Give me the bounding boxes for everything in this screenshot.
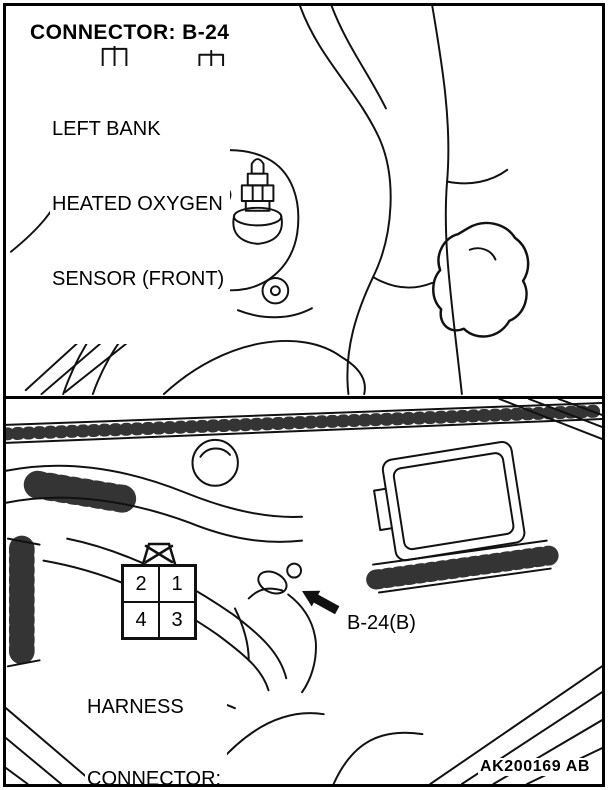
top-panel: CONNECTOR: B-24 LEFT BANK HEATED OXYGEN … — [6, 6, 602, 399]
harness-side-label: HARNESS CONNECTOR: COMPONENT SIDE — [85, 646, 228, 784]
pin-connector-diagram: 2 1 4 3 — [118, 542, 200, 640]
radiator-rib-lines — [6, 535, 96, 784]
harness-label-line-1: HARNESS — [87, 696, 184, 718]
cowl-lines — [6, 399, 602, 444]
sensor-location-label: LEFT BANK HEATED OXYGEN SENSOR (FRONT) — [50, 66, 231, 344]
connector-drawing — [233, 562, 317, 694]
pin-grid: 2 1 4 3 — [121, 564, 197, 640]
connector-ref-label: B-24(B) — [344, 612, 419, 635]
sensor-label-line-1: LEFT BANK — [52, 118, 161, 140]
relay-box-drawing — [366, 441, 559, 594]
sensor-label-line-3: SENSOR (FRONT) — [52, 268, 225, 290]
connector-lock-tab-icon — [141, 542, 177, 564]
oil-cap-drawing — [191, 438, 239, 487]
pin-2: 2 — [124, 567, 158, 601]
page-title: CONNECTOR: B-24 — [28, 20, 238, 46]
hose-drawing — [6, 464, 304, 692]
pin-4: 4 — [124, 603, 158, 637]
harness-label-line-2: CONNECTOR: — [87, 768, 222, 784]
bottom-panel: 2 1 4 3 HARNESS CONNECTOR: COMPONENT SID… — [6, 399, 602, 784]
engine-bay-illustration — [6, 399, 602, 784]
diagram-frame: CONNECTOR: B-24 LEFT BANK HEATED OXYGEN … — [3, 3, 605, 787]
grommet-drawing — [432, 221, 530, 338]
sensor-label-line-2: HEATED OXYGEN — [52, 193, 223, 215]
figure-code: AK200169 AB — [477, 758, 592, 776]
pin-3: 3 — [160, 603, 194, 637]
oxygen-sensor-drawing — [232, 158, 283, 245]
connector-pointer-arrow-icon — [302, 590, 340, 615]
pin-1: 1 — [160, 567, 194, 601]
